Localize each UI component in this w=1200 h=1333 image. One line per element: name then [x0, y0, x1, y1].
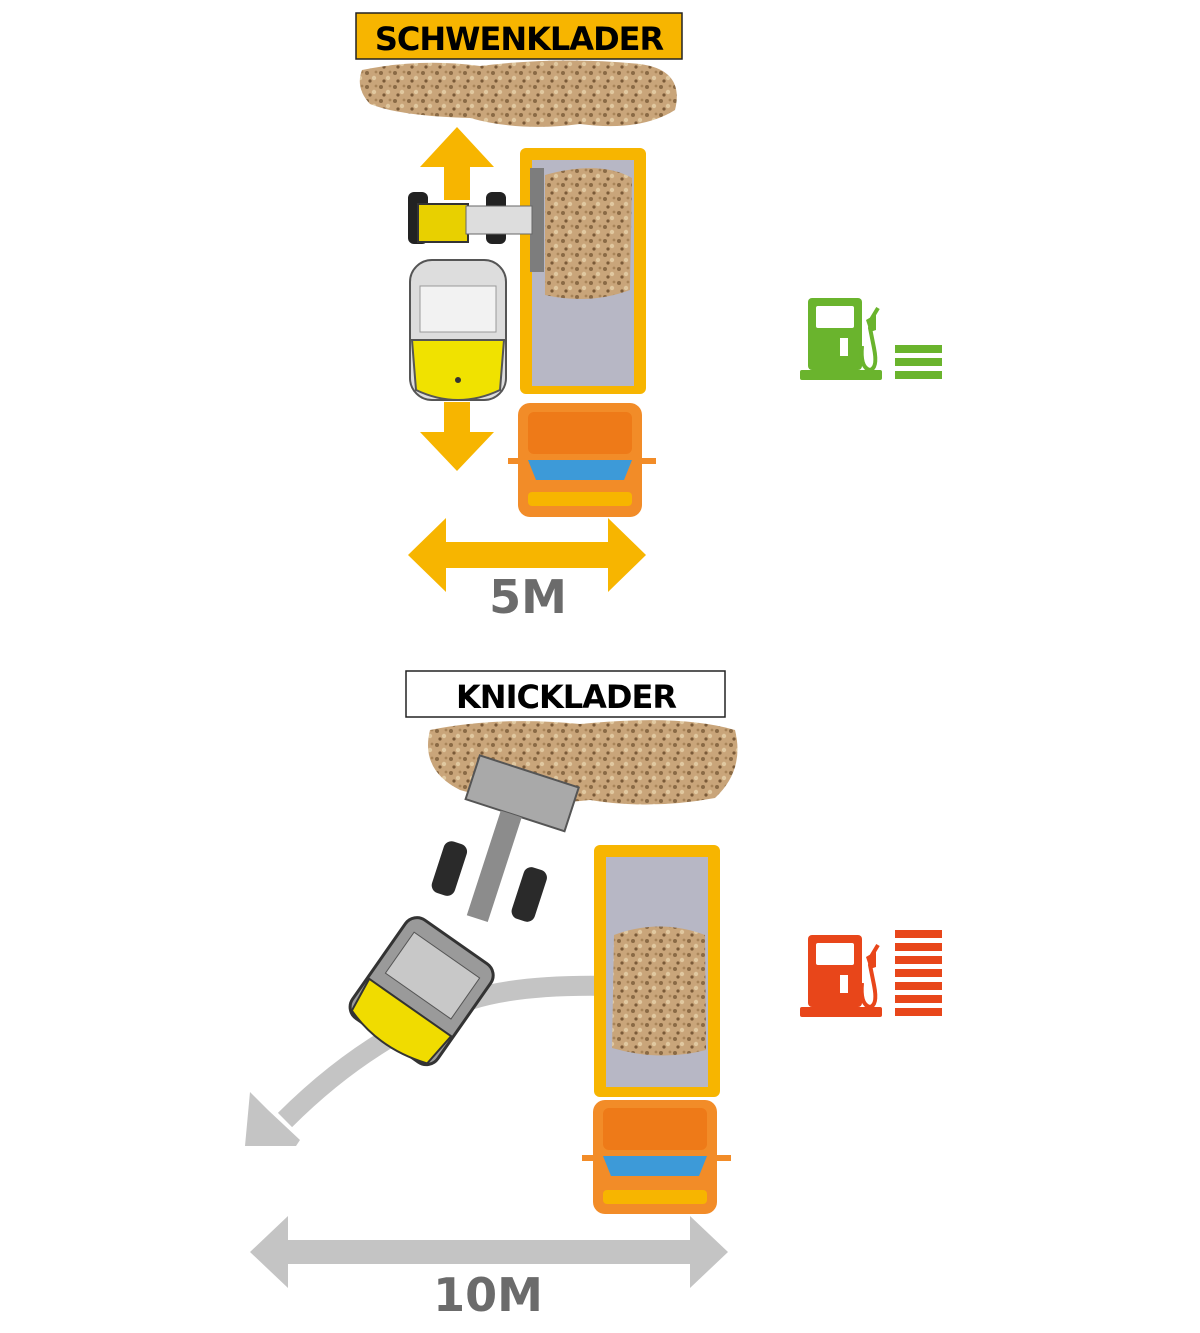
fuel-level-bars — [895, 345, 942, 379]
vertical-move-arrow — [420, 127, 494, 471]
distance-arrow — [250, 1216, 728, 1288]
fuel-pump-icon — [798, 933, 884, 1019]
distance-arrow — [408, 518, 646, 592]
dump-truck — [508, 148, 656, 517]
distance-label: 5M — [489, 570, 567, 624]
title-badge: KNICKLADER — [405, 670, 726, 718]
schwenklader-section: SCHWENKLADER — [355, 12, 942, 624]
title-knicklader: KNICKLADER — [456, 678, 676, 716]
title-badge: SCHWENKLADER — [355, 12, 683, 60]
fuel-consumption — [798, 296, 942, 382]
distance-label: 10M — [433, 1268, 543, 1322]
knicklader-section: KNICKLADER — [245, 670, 942, 1322]
dump-truck — [582, 845, 731, 1214]
articulated-loader — [348, 754, 580, 1067]
swing-loader — [408, 192, 533, 401]
fuel-level-bars — [895, 930, 942, 1016]
title-schwenklader: SCHWENKLADER — [375, 20, 664, 58]
gravel-pile — [359, 60, 677, 127]
fuel-pump-icon — [798, 296, 884, 382]
fuel-consumption — [798, 930, 942, 1019]
